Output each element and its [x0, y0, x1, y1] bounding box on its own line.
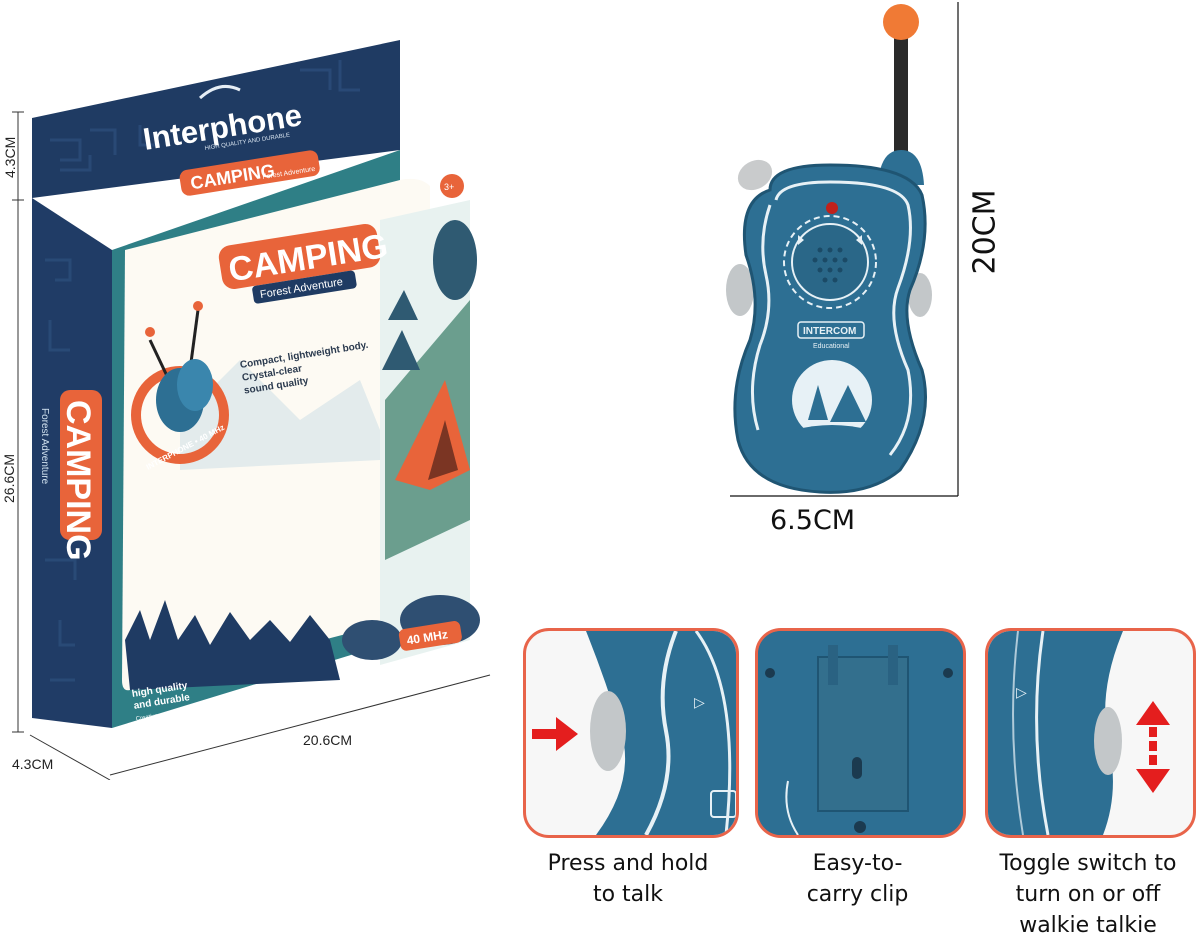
speaker-grille — [791, 223, 869, 301]
up-down-arrow-icon — [1136, 701, 1170, 793]
right-arrow-icon — [532, 717, 578, 751]
product-box: Interphone HIGH QUALITY AND DURABLE CAMP… — [12, 40, 491, 780]
freq-badge — [398, 621, 462, 651]
subtitle-badge — [252, 270, 357, 304]
top-badge — [179, 150, 320, 196]
side-title: CAMPING — [59, 400, 97, 561]
caption-switch-line-1: Toggle switch to — [999, 851, 1177, 876]
caption-talk: Press and hold to talk — [513, 848, 743, 910]
device-label: INTERCOM — [803, 326, 856, 337]
dimension-bottom-depth: 4.3CM — [12, 756, 54, 772]
caption-clip: Easy-to- carry clip — [745, 848, 970, 910]
age-badge — [440, 174, 464, 198]
power-switch[interactable] — [732, 154, 777, 196]
device-label-sub: Educational — [813, 343, 850, 350]
title-badge — [218, 223, 381, 289]
feature-panel-switch: ▷ — [985, 628, 1196, 838]
dimension-top-depth: 4.3CM — [2, 136, 18, 178]
side-title-badge — [60, 390, 102, 540]
caption-switch-line-2: turn on or off — [1015, 882, 1161, 907]
device-dimension-lines — [730, 2, 959, 497]
dimension-device-height: 20CM — [967, 189, 1003, 275]
caption-talk-line-1: Press and hold — [547, 851, 709, 876]
belt-clip-icon — [817, 645, 909, 812]
age-text: 3+ — [444, 182, 454, 192]
dimension-box-height: 26.6CM — [1, 453, 17, 503]
caption-switch: Toggle switch to turn on or off walkie t… — [978, 848, 1197, 941]
talk-button — [590, 691, 626, 771]
feature-panel-clip — [755, 628, 966, 838]
dimension-box-width: 20.6CM — [303, 732, 353, 748]
device-body — [733, 163, 928, 494]
feature-panel-talk: ▷ — [523, 628, 739, 838]
dimension-device-width: 6.5CM — [770, 505, 856, 536]
led-indicator — [826, 202, 838, 214]
caption-clip-line-2: carry clip — [806, 882, 909, 907]
walkie-talkie-device: INTERCOM Educational — [726, 4, 932, 494]
antenna — [894, 30, 908, 160]
svg-text:▷: ▷ — [1016, 684, 1027, 700]
side-button-left[interactable] — [726, 264, 754, 316]
side-subtitle: Forest Adventure — [39, 408, 50, 485]
intercom-label-box — [797, 321, 865, 339]
toggle-switch — [1094, 707, 1122, 775]
caption-clip-line-1: Easy-to- — [812, 851, 903, 876]
caption-talk-line-2: to talk — [592, 882, 664, 907]
freq-badge-text: 40 MHz — [406, 627, 449, 647]
antenna-tip — [883, 4, 919, 40]
svg-text:▷: ▷ — [694, 694, 705, 710]
caption-switch-line-3: walkie talkie — [1019, 913, 1157, 938]
